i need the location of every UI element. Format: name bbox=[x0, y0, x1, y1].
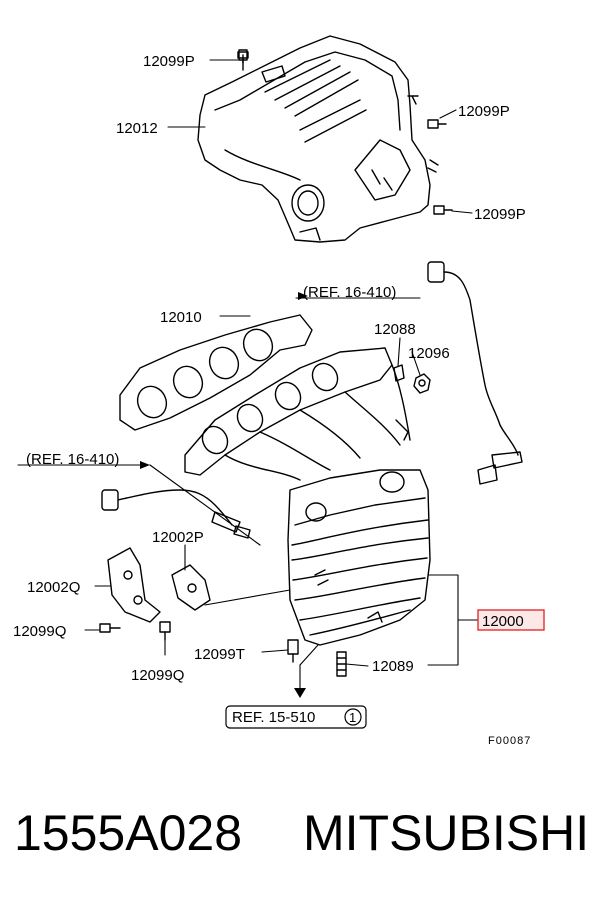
oxygen-sensor-lower bbox=[101, 489, 251, 539]
brand-name: MITSUBISHI bbox=[303, 805, 590, 861]
exhaust-manifold-diagram: 12099P 12012 12099P 12099P (REF. 16-410)… bbox=[13, 35, 545, 747]
stud-12089 bbox=[336, 651, 347, 677]
bolt-12099t bbox=[287, 639, 299, 663]
callout-12099q-mid: 12099Q bbox=[131, 667, 184, 684]
callout-12002q: 12002Q bbox=[27, 579, 80, 596]
nut-12096 bbox=[413, 373, 431, 394]
callout-12000: 12000 bbox=[482, 613, 524, 630]
callout-12099p-top: 12099P bbox=[143, 53, 195, 70]
ref-15-510: REF. 15-510 bbox=[232, 709, 315, 726]
callout-12096: 12096 bbox=[408, 345, 450, 362]
callout-12010: 12010 bbox=[160, 309, 202, 326]
gasket bbox=[119, 314, 313, 431]
bolt-12099p-lower bbox=[433, 205, 453, 215]
callout-12099t: 12099T bbox=[194, 646, 245, 663]
ref-15-510-number: 1 bbox=[349, 710, 356, 725]
callout-12000-highlight bbox=[477, 609, 545, 631]
bracket-12002q bbox=[107, 547, 161, 623]
callout-12099p-lower: 12099P bbox=[474, 206, 526, 223]
bolt-12099q-mid bbox=[159, 621, 171, 641]
bolt-12099p-right bbox=[427, 119, 447, 129]
ref-15-510-box bbox=[225, 705, 367, 729]
part-number: 1555A028 bbox=[14, 805, 243, 861]
ref-15-510-circle bbox=[344, 708, 362, 726]
leader-lines bbox=[17, 59, 479, 689]
figure-code: F00087 bbox=[488, 735, 531, 747]
callout-12099p-right: 12099P bbox=[458, 103, 510, 120]
heat-shield bbox=[197, 35, 439, 243]
callout-12012: 12012 bbox=[116, 120, 158, 137]
oxygen-sensor-upper bbox=[427, 261, 523, 485]
ref-16-410-upper: (REF. 16-410) bbox=[303, 284, 396, 301]
nut-12088 bbox=[393, 364, 405, 382]
ref-16-410-lower: (REF. 16-410) bbox=[26, 451, 119, 468]
callout-12099q-left: 12099Q bbox=[13, 623, 66, 640]
callout-12089: 12089 bbox=[372, 658, 414, 675]
callout-12088: 12088 bbox=[374, 321, 416, 338]
bolt-12099p-top bbox=[238, 49, 248, 71]
callout-12002p: 12002P bbox=[152, 529, 204, 546]
bolt-12099q-left bbox=[99, 623, 121, 633]
bracket-12002p bbox=[171, 564, 211, 611]
exhaust-manifold bbox=[184, 347, 431, 646]
